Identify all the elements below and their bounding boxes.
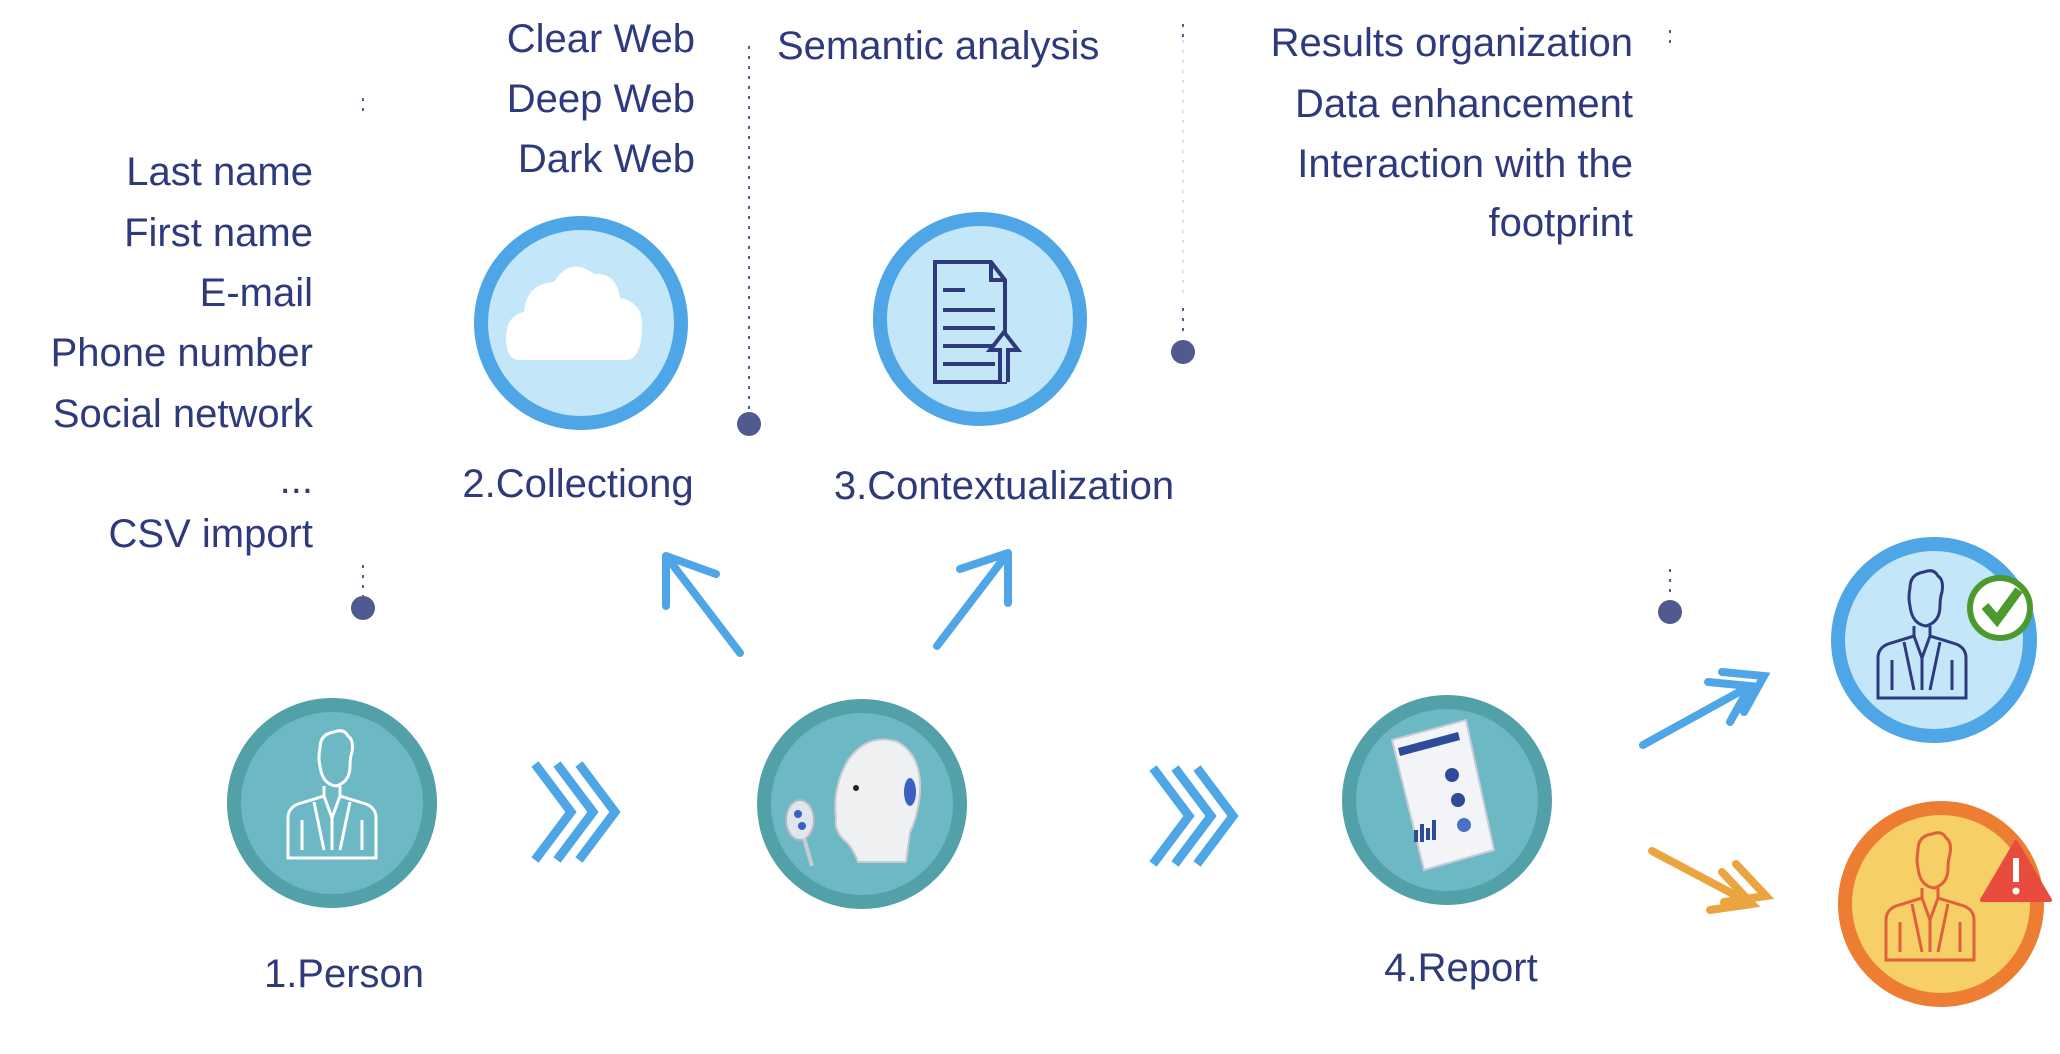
input-email: E-mail [199, 271, 313, 315]
double-arrow-success-icon [1639, 668, 1771, 749]
output-data-enhancement: Data enhancement [1294, 82, 1633, 126]
output-interaction: Interaction with the [1297, 142, 1633, 186]
input-phone: Phone number [50, 331, 313, 375]
double-arrow-warning-icon [1648, 847, 1775, 914]
input-csv: CSV import [108, 512, 314, 556]
input-ellipsis: ... [279, 458, 313, 502]
input-first-name: First name [124, 211, 313, 255]
input-social: Social network [52, 392, 313, 436]
person-check-icon [1831, 537, 2037, 743]
step-collecting-label: 2.Collectiong [462, 462, 694, 506]
connector-dot-collecting [737, 412, 761, 436]
report-tablet-icon [1342, 695, 1552, 905]
cloud-icon [474, 216, 688, 430]
person-warning-icon [1838, 801, 2052, 1007]
source-clear-web: Clear Web [506, 17, 695, 61]
output-results-organization: Results organization [1270, 21, 1633, 65]
person-icon [227, 698, 437, 908]
dotted-connectors [351, 24, 1682, 624]
step-report-label: 4.Report [1384, 946, 1538, 990]
arrow-up-left-icon [662, 552, 744, 657]
connector-dot-report [1658, 600, 1682, 624]
connector-dot-person [351, 596, 375, 620]
document-upload-icon [873, 212, 1087, 426]
step-person-label: 1.Person [263, 952, 425, 996]
source-dark-web: Dark Web [517, 137, 695, 181]
arrows [531, 549, 1775, 914]
triple-chevron-icon-1 [531, 761, 621, 863]
output-footprint: footprint [1488, 201, 1633, 245]
input-last-name: Last name [126, 150, 313, 194]
robot-icon [757, 699, 967, 909]
source-deep-web: Deep Web [506, 77, 695, 121]
triple-chevron-icon-2 [1149, 765, 1239, 867]
connector-dot-context [1171, 340, 1195, 364]
arrow-up-right-icon [933, 549, 1012, 650]
analysis-semantic: Semantic analysis [777, 24, 1100, 68]
step-contextualization-label: 3.Contextualization [833, 464, 1175, 508]
